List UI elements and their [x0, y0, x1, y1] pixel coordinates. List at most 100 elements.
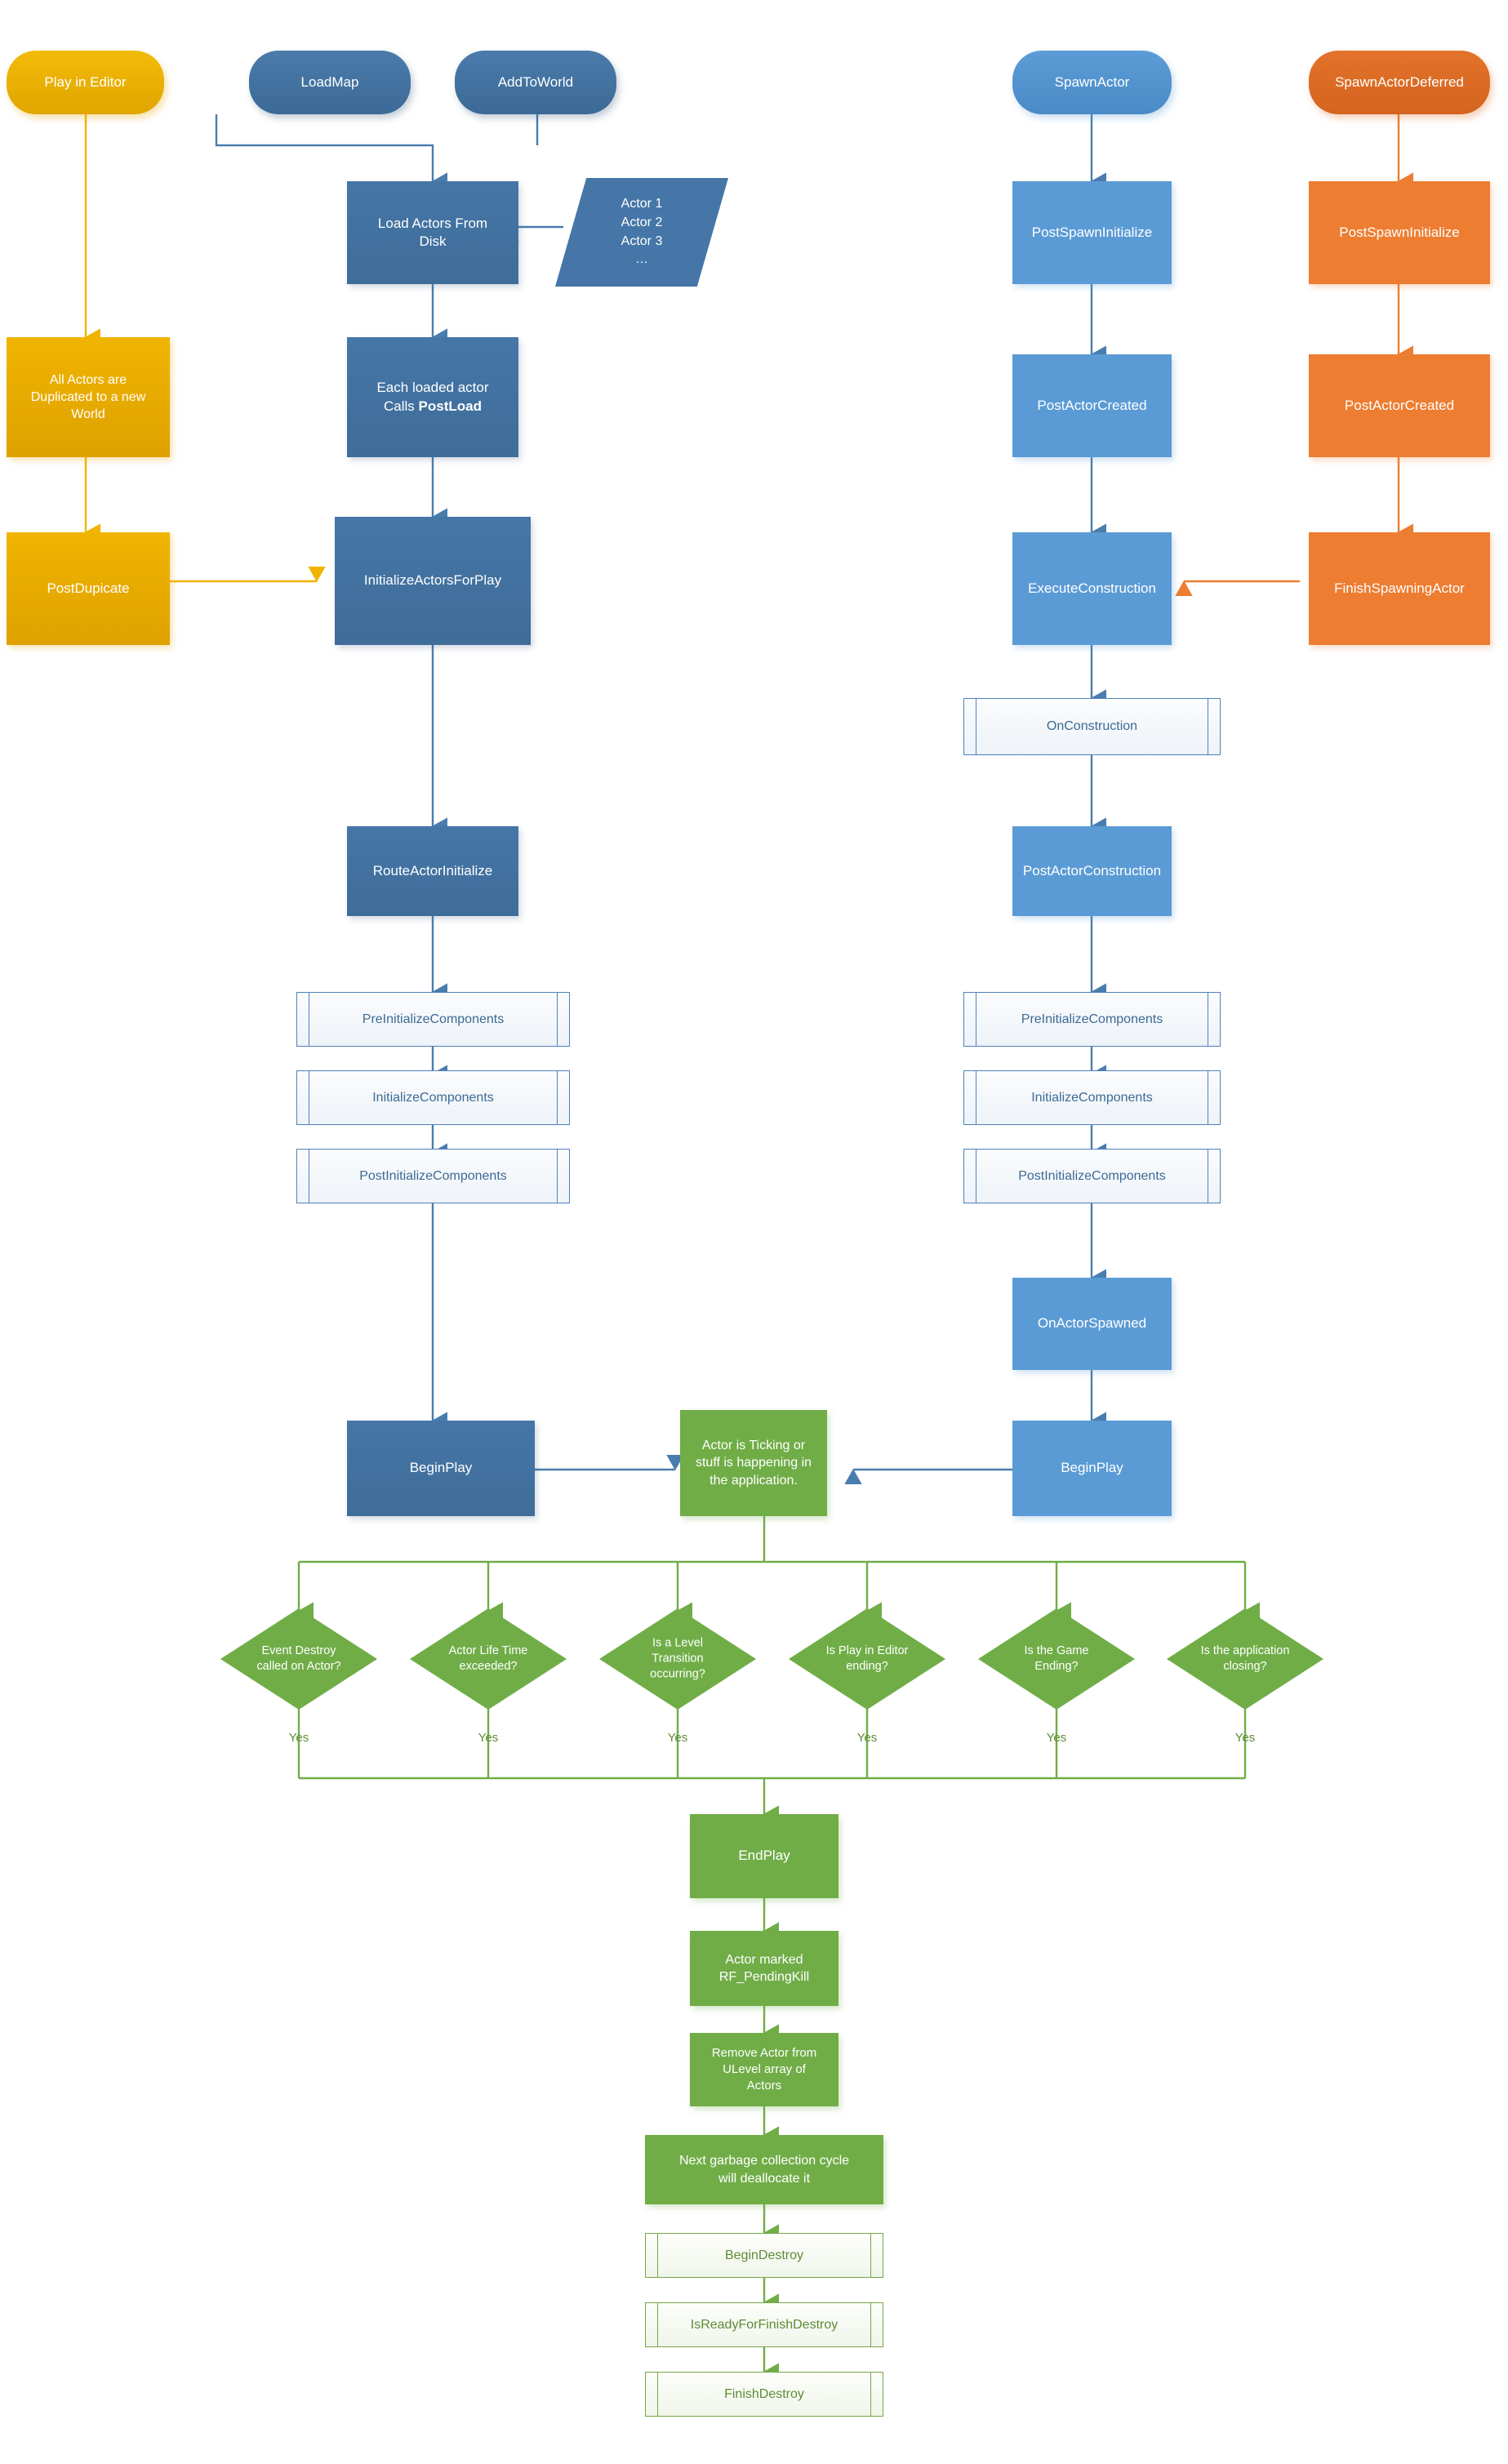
finish-destroy-label: FinishDestroy: [724, 2386, 804, 2401]
all-actors-dup-line1: All Actors are: [49, 372, 127, 387]
load-actors-line1: Load Actors From: [377, 215, 488, 231]
terminator-add-to-world[interactable]: AddToWorld: [455, 51, 616, 114]
process-actor-is-ticking[interactable]: Actor is Ticking or stuff is happening i…: [680, 1410, 827, 1516]
terminator-add-to-world-label: AddToWorld: [497, 73, 574, 90]
actor-list-item-3: Actor 3: [621, 234, 663, 248]
actor-list-item-1: Actor 1: [621, 197, 663, 211]
finish-spawning-actor-label: FinishSpawningActor: [1334, 580, 1465, 596]
gc-line2: will deallocate it: [718, 2171, 811, 2186]
subroutine-bar-right: [557, 1071, 558, 1124]
subroutine-bar-right: [870, 2234, 871, 2277]
yes-label-0: Yes: [288, 1731, 309, 1745]
terminator-play-in-editor[interactable]: Play in Editor: [7, 51, 164, 114]
terminator-spawn-actor-deferred[interactable]: SpawnActorDeferred: [1309, 51, 1490, 114]
all-actors-dup-line3: World: [71, 407, 105, 422]
process-post-spawn-initialize-deferred[interactable]: PostSpawnInitialize: [1309, 181, 1490, 284]
process-route-actor-initialize[interactable]: RouteActorInitialize: [347, 826, 518, 916]
pre-initialize-components-spawn-label: PreInitializeComponents: [1021, 1012, 1163, 1026]
begin-play-load-label: BeginPlay: [409, 1460, 473, 1476]
yes-label-5: Yes: [1234, 1731, 1256, 1745]
decision-0-line2: called on Actor?: [256, 1660, 341, 1673]
process-begin-play-spawn[interactable]: BeginPlay: [1012, 1421, 1172, 1516]
decision-5-line1: Is the application: [1200, 1644, 1290, 1658]
process-each-loaded-actor-calls-postload[interactable]: Each loaded actor Calls PostLoad: [347, 337, 518, 457]
process-next-garbage-collection[interactable]: Next garbage collection cycle will deall…: [645, 2135, 883, 2204]
post-actor-construction-label: PostActorConstruction: [1022, 862, 1162, 878]
decision-event-destroy-called[interactable]: Event Destroy called on Actor?: [220, 1608, 377, 1710]
process-execute-construction[interactable]: ExecuteConstruction: [1012, 532, 1172, 645]
terminator-spawn-actor-label: SpawnActor: [1054, 73, 1130, 90]
process-load-actors-from-disk[interactable]: Load Actors From Disk: [347, 181, 518, 284]
process-post-actor-created-deferred[interactable]: PostActorCreated: [1309, 354, 1490, 457]
process-remove-actor-from-ulevel[interactable]: Remove Actor from ULevel array of Actors: [690, 2033, 839, 2106]
subroutine-pre-initialize-components-spawn[interactable]: PreInitializeComponents: [963, 992, 1221, 1047]
load-actors-line2: Disk: [419, 234, 447, 249]
decision-1-line1: Actor Life Time: [448, 1644, 528, 1658]
subroutine-bar-right: [870, 2373, 871, 2416]
terminator-load-map[interactable]: LoadMap: [249, 51, 411, 114]
begin-play-spawn-label: BeginPlay: [1061, 1460, 1123, 1476]
subroutine-finish-destroy[interactable]: FinishDestroy: [645, 2372, 883, 2417]
subroutine-pre-initialize-components-load[interactable]: PreInitializeComponents: [296, 992, 570, 1047]
pre-initialize-components-load-label: PreInitializeComponents: [362, 1012, 505, 1026]
decision-2-line1: Is a Level: [652, 1636, 704, 1650]
data-actor-list[interactable]: Actor 1 Actor 2 Actor 3 …: [555, 178, 728, 287]
decision-4-line1: Is the Game: [1024, 1644, 1089, 1658]
process-actor-marked-pendingkill[interactable]: Actor marked RF_PendingKill: [690, 1931, 839, 2006]
yes-label-4: Yes: [1046, 1731, 1067, 1745]
execute-construction-label: ExecuteConstruction: [1028, 580, 1156, 596]
decision-4-line2: Ending?: [1034, 1660, 1079, 1673]
subroutine-on-construction[interactable]: OnConstruction: [963, 698, 1221, 755]
decision-application-closing[interactable]: Is the application closing?: [1167, 1608, 1323, 1710]
process-end-play[interactable]: EndPlay: [690, 1814, 839, 1898]
route-actor-initialize-label: RouteActorInitialize: [372, 862, 493, 878]
initialize-components-spawn-label: InitializeComponents: [1031, 1090, 1153, 1105]
process-on-actor-spawned[interactable]: OnActorSpawned: [1012, 1278, 1172, 1370]
subroutine-is-ready-for-finish-destroy[interactable]: IsReadyForFinishDestroy: [645, 2302, 883, 2347]
subroutine-bar-right: [557, 1150, 558, 1203]
process-begin-play-load[interactable]: BeginPlay: [347, 1421, 535, 1516]
subroutine-bar-left: [657, 2234, 658, 2277]
terminator-spawn-actor[interactable]: SpawnActor: [1012, 51, 1172, 114]
subroutine-initialize-components-spawn[interactable]: InitializeComponents: [963, 1070, 1221, 1125]
subroutine-bar-right: [557, 993, 558, 1046]
remove-actor-line1: Remove Actor from: [711, 2046, 817, 2061]
actor-list-ellipsis: …: [635, 252, 648, 267]
process-post-actor-construction[interactable]: PostActorConstruction: [1012, 826, 1172, 916]
decision-game-ending[interactable]: Is the Game Ending?: [978, 1608, 1135, 1710]
subroutine-bar-left: [657, 2373, 658, 2416]
post-duplicate-label: PostDupicate: [47, 580, 130, 596]
actor-list-item-2: Actor 2: [621, 215, 663, 229]
post-initialize-components-load-label: PostInitializeComponents: [359, 1168, 507, 1183]
post-spawn-initialize-spawn-label: PostSpawnInitialize: [1031, 224, 1153, 240]
process-finish-spawning-actor[interactable]: FinishSpawningActor: [1309, 532, 1490, 645]
subroutine-post-initialize-components-spawn[interactable]: PostInitializeComponents: [963, 1149, 1221, 1203]
process-all-actors-duplicated[interactable]: All Actors are Duplicated to a new World: [7, 337, 170, 457]
decision-play-in-editor-ending[interactable]: Is Play in Editor ending?: [789, 1608, 945, 1710]
terminator-spawn-actor-deferred-label: SpawnActorDeferred: [1335, 73, 1464, 90]
decision-3-line1: Is Play in Editor: [825, 1644, 909, 1658]
decision-actor-life-time-exceeded[interactable]: Actor Life Time exceeded?: [410, 1608, 567, 1710]
subroutine-bar-right: [870, 2303, 871, 2346]
decision-level-transition-occurring[interactable]: Is a Level Transition occurring?: [599, 1608, 756, 1710]
remove-actor-line2: ULevel array of: [723, 2062, 806, 2077]
subroutine-begin-destroy[interactable]: BeginDestroy: [645, 2233, 883, 2278]
process-initialize-actors-for-play[interactable]: InitializeActorsForPlay: [335, 517, 531, 645]
yes-label-3: Yes: [856, 1731, 878, 1745]
decision-0-line1: Event Destroy: [261, 1644, 336, 1658]
subroutine-post-initialize-components-load[interactable]: PostInitializeComponents: [296, 1149, 570, 1203]
process-post-duplicate[interactable]: PostDupicate: [7, 532, 170, 645]
all-actors-dup-line2: Duplicated to a new: [30, 389, 146, 404]
decision-3-line2: ending?: [846, 1660, 888, 1673]
is-ready-for-finish-destroy-label: IsReadyForFinishDestroy: [690, 2317, 839, 2332]
actor-marked-line1: Actor marked: [725, 1952, 803, 1967]
subroutine-initialize-components-load[interactable]: InitializeComponents: [296, 1070, 570, 1125]
post-initialize-components-spawn-label: PostInitializeComponents: [1018, 1168, 1166, 1183]
process-post-actor-created-spawn[interactable]: PostActorCreated: [1012, 354, 1172, 457]
process-post-spawn-initialize-spawn[interactable]: PostSpawnInitialize: [1012, 181, 1172, 284]
gc-line1: Next garbage collection cycle: [678, 2154, 850, 2168]
ticking-line1: Actor is Ticking or: [701, 1439, 806, 1453]
postload-emphasis: PostLoad: [418, 398, 482, 414]
each-loaded-actor-line1: Each loaded actor: [376, 380, 489, 396]
